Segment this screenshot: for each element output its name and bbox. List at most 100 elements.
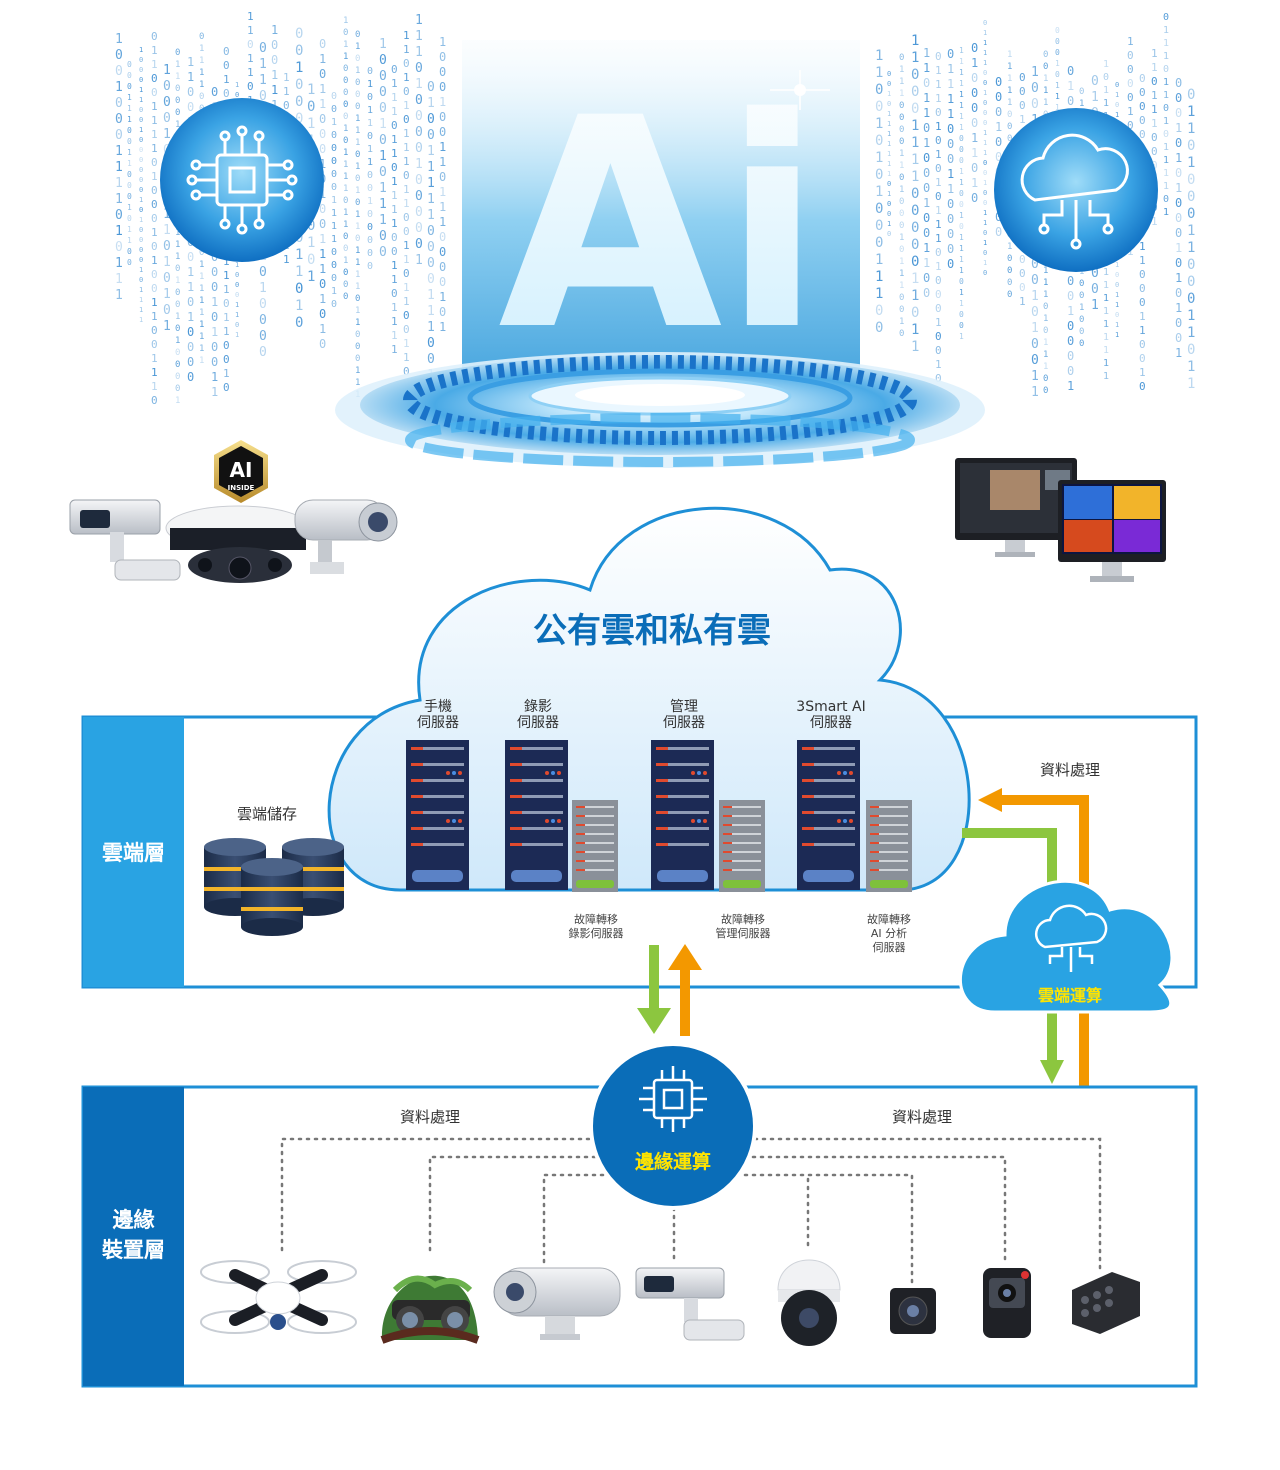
binary-digit: 0: [1175, 286, 1182, 300]
binary-digit: 0: [1115, 101, 1119, 109]
binary-digit: 0: [415, 205, 423, 220]
binary-digit: 1: [887, 130, 891, 138]
binary-digit: 1: [875, 184, 883, 200]
binary-digit: 1: [1103, 371, 1109, 382]
binary-digit: 1: [319, 97, 326, 111]
binary-digit: 0: [415, 61, 423, 76]
binary-digit: 1: [319, 322, 326, 336]
binary-digit: 0: [259, 89, 267, 104]
binary-digit: 1: [403, 29, 410, 42]
ai-logo: Ai: [498, 57, 822, 394]
binary-digit: 1: [391, 91, 398, 104]
binary-digit: 1: [1067, 79, 1074, 93]
binary-digit: 0: [235, 291, 239, 299]
binary-digit: 0: [127, 181, 132, 190]
binary-digit: 1: [911, 152, 919, 168]
binary-digit: 0: [995, 225, 1002, 239]
binary-digit: 0: [959, 156, 964, 165]
binary-digit: 1: [1067, 379, 1074, 393]
binary-digit: 1: [271, 23, 278, 37]
binary-digit: 1: [403, 351, 410, 364]
binary-digit: 1: [1055, 103, 1060, 112]
binary-digit: 1: [899, 257, 904, 267]
binary-digit: 0: [391, 245, 398, 258]
sparkle-icon: [770, 70, 830, 110]
binary-digit: 0: [211, 265, 218, 279]
binary-digit: 0: [115, 96, 123, 111]
chip-small-icon: [639, 1066, 707, 1132]
binary-digit: 0: [355, 342, 360, 352]
server-rack-icon: [797, 740, 860, 890]
binary-digit: 0: [959, 134, 964, 143]
binary-digit: 1: [151, 100, 158, 113]
binary-digit: 0: [259, 41, 267, 56]
binary-digit: 0: [875, 167, 883, 183]
binary-digit: 0: [427, 112, 435, 127]
binary-digit: 0: [367, 170, 373, 181]
binary-digit: 1: [331, 221, 337, 232]
failover-management-label-1: 故障轉移: [721, 912, 765, 926]
binary-digit: 1: [1151, 103, 1158, 116]
binary-digit: 0: [923, 76, 930, 90]
binary-digit: 1: [151, 170, 158, 183]
binary-digit: 1: [935, 92, 942, 105]
binary-digit: 0: [271, 38, 278, 52]
binary-digit: 1: [1139, 310, 1146, 323]
binary-digit: 0: [923, 166, 930, 180]
binary-digit: 0: [959, 200, 964, 209]
binary-digit: 1: [355, 258, 360, 268]
binary-digit: 0: [875, 235, 883, 251]
binary-digit: 0: [1079, 339, 1084, 349]
binary-digit: 1: [911, 322, 919, 338]
binary-digit: 1: [911, 169, 919, 185]
chip-icon: [186, 125, 298, 235]
binary-digit: 0: [947, 257, 954, 271]
binary-digit: 0: [427, 272, 435, 287]
binary-digit: 1: [1175, 151, 1182, 165]
binary-digit: 1: [1163, 90, 1169, 101]
binary-digit: 0: [971, 71, 978, 85]
binary-digit: 1: [1019, 295, 1026, 308]
binary-digit: 0: [415, 125, 423, 140]
binary-digit: 1: [295, 60, 303, 76]
binary-digit: 1: [379, 213, 387, 228]
binary-digit: 0: [247, 80, 254, 93]
binary-digit: 1: [127, 104, 132, 113]
binary-digit: 0: [259, 345, 267, 360]
binary-digit: 1: [223, 73, 230, 86]
binary-digit: 0: [1127, 91, 1134, 104]
binary-digit: 1: [163, 287, 171, 302]
binary-digit: 0: [899, 197, 904, 207]
binary-digit: 1: [247, 52, 254, 65]
binary-digit: 0: [403, 113, 410, 126]
mini-camera-icon: [890, 1288, 936, 1334]
binary-digit: 1: [1043, 362, 1048, 372]
binary-digit: 0: [923, 121, 930, 135]
binary-digit: 1: [983, 239, 987, 247]
binary-digit: 1: [115, 80, 123, 95]
binary-digit: 1: [959, 123, 964, 132]
binary-digit: 0: [187, 100, 194, 114]
binary-digit: 0: [151, 268, 158, 281]
binary-digit: 0: [247, 38, 254, 51]
binary-digit: 0: [271, 53, 278, 67]
binary-digit: 0: [1019, 85, 1026, 98]
binary-digit: 1: [151, 142, 158, 155]
binary-digit: 0: [1187, 138, 1195, 154]
binary-digit: 1: [1079, 99, 1084, 109]
binary-digit: 1: [139, 196, 143, 204]
binary-digit: 0: [175, 372, 180, 382]
binary-digit: 1: [971, 146, 978, 160]
binary-digit: 1: [1151, 117, 1158, 130]
binary-digit: 1: [271, 68, 278, 82]
binary-digit: 0: [415, 189, 423, 204]
binary-digit: 0: [379, 53, 387, 68]
binary-digit: 1: [139, 96, 143, 104]
binary-digit: 1: [355, 378, 360, 388]
binary-digit: 0: [439, 245, 446, 259]
binary-digit: 1: [899, 89, 904, 99]
binary-digit: 0: [1019, 71, 1026, 84]
binary-digit: 1: [223, 311, 230, 324]
binary-digit: 0: [139, 276, 143, 284]
binary-digit: 1: [1175, 271, 1182, 285]
